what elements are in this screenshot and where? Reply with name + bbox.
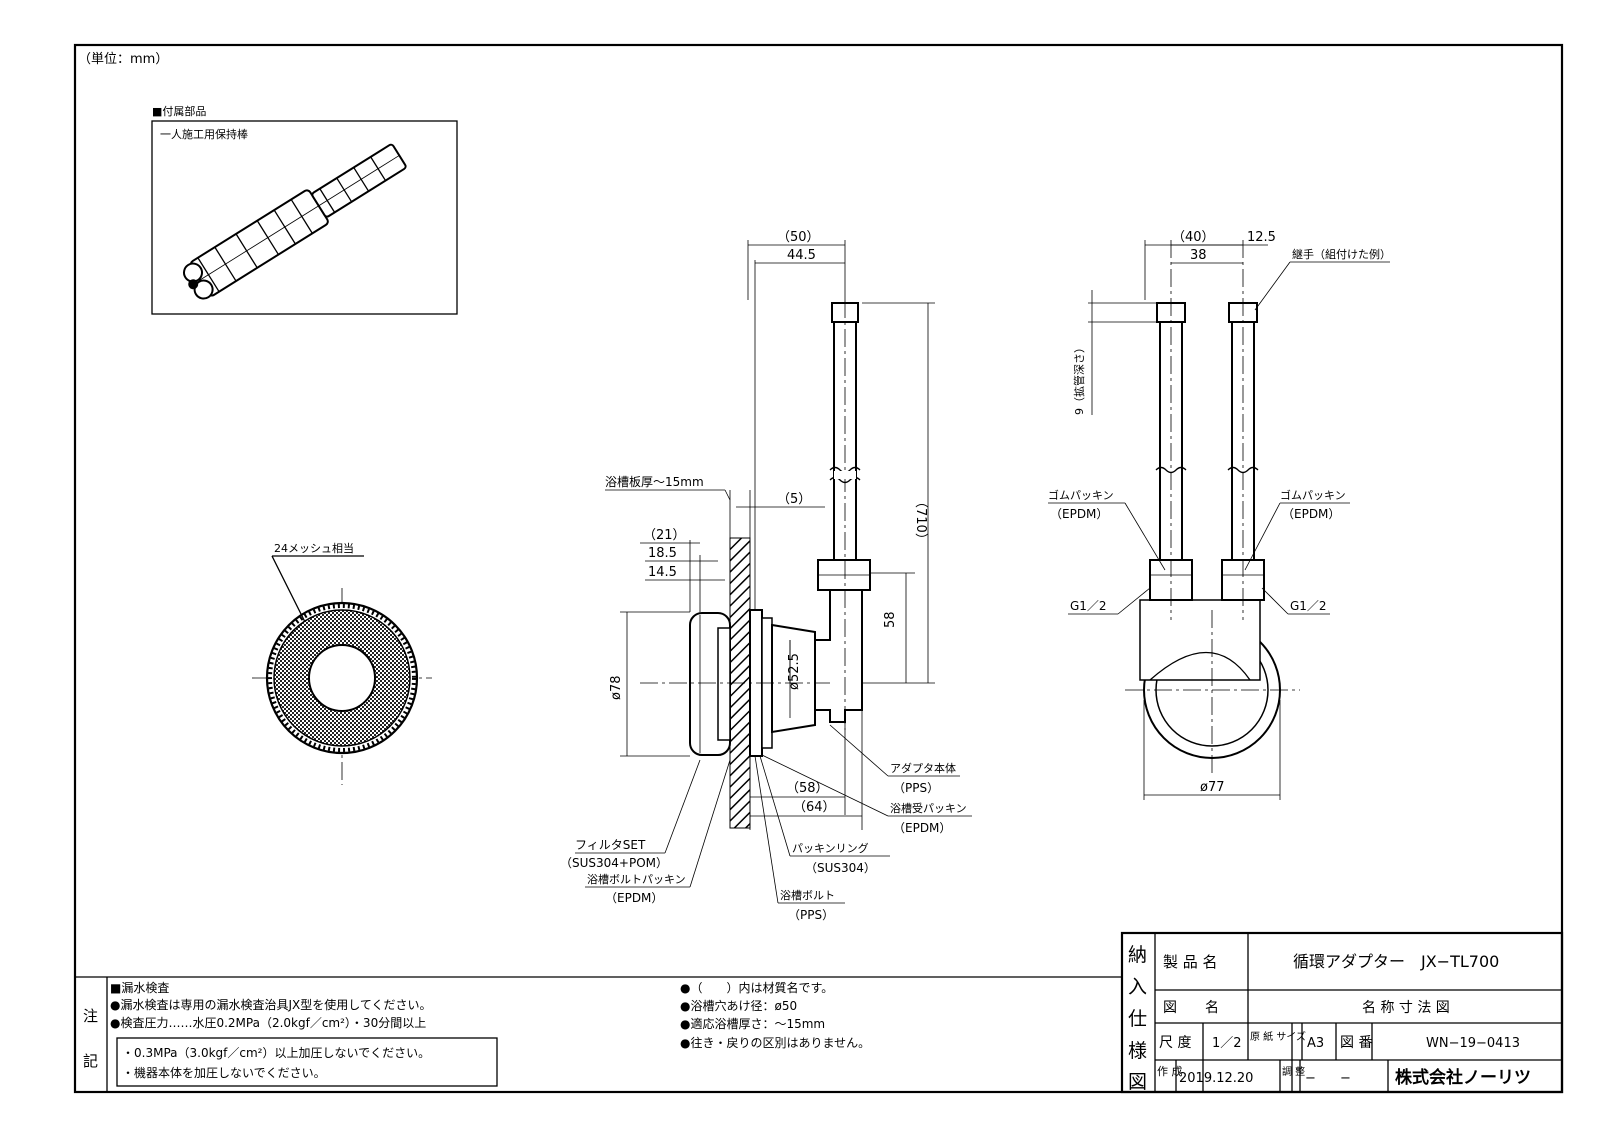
drawing-number: WN−19−0413	[1426, 1036, 1520, 1051]
title-side-char-5: 図	[1128, 1071, 1147, 1093]
filter-center-hole	[308, 644, 376, 712]
note-right-line-1: ●（ ）内は材質名です。	[680, 980, 833, 995]
accessory-section: ■付属部品 一人施工用保持棒	[151, 104, 458, 315]
note-right-line-4: ●往き・戻りの区別はありません。	[680, 1035, 870, 1050]
tub-bolt-label: 浴槽ボルト	[780, 889, 835, 902]
dim-phi52-5: ø52.5	[787, 653, 802, 690]
created-date: 2019.12.20	[1179, 1071, 1253, 1086]
adapter-elbow	[814, 589, 863, 723]
paper-size-label: 原 紙 サイズ	[1250, 1030, 1306, 1043]
note-right-line-3: ●適応浴槽厚さ：～15mm	[680, 1016, 825, 1031]
filter-front-view: 24メッシュ相当	[252, 541, 432, 785]
dim-44-5: 44.5	[787, 248, 816, 263]
rubber-packing-right-material: （EPDM）	[1282, 507, 1340, 521]
dim-9-expansion: 9（拡管深さ）	[1072, 342, 1086, 415]
title-side-char-2: 入	[1128, 976, 1147, 998]
accessory-item-name: 一人施工用保持棒	[160, 127, 248, 141]
dim-64: （64）	[793, 800, 836, 815]
adjusted-value-2: −	[1340, 1071, 1351, 1086]
bolt-packing-label: 浴槽ボルトパッキン	[587, 873, 686, 886]
scale-value: 1／2	[1212, 1036, 1242, 1051]
title-side-char-4: 様	[1128, 1040, 1147, 1062]
dim-12-5: 12.5	[1247, 230, 1276, 245]
dim-5: （5）	[777, 492, 811, 507]
rubber-packing-left-label: ゴムパッキン	[1048, 488, 1114, 502]
dim-58-vertical: 58	[883, 611, 898, 628]
dim-38: 38	[1190, 248, 1207, 263]
dim-58-horizontal: （58）	[786, 781, 829, 796]
dim-14-5: 14.5	[648, 565, 677, 580]
fitting-label: 継手（組付けた例）	[1292, 247, 1391, 261]
accessory-box	[151, 120, 458, 315]
title-block: 納 入 仕 様 図 製 品 名 循環アダプター JX−TL700 図 名 名 称…	[1120, 931, 1564, 1094]
drawing-number-label: 図 番	[1340, 1035, 1372, 1051]
note-right-line-2: ●浴槽穴あけ径：ø50	[680, 998, 797, 1013]
bolt-packing-material: （EPDM）	[605, 891, 663, 905]
dim-phi78: ø78	[609, 676, 624, 701]
accessory-title: ■付属部品	[152, 104, 206, 118]
outer-frame	[73, 43, 1564, 1094]
drawing-name: 名 称 寸 法 図	[1362, 1000, 1450, 1016]
title-side-char-1: 納	[1128, 944, 1147, 966]
rubber-packing-left-material: （EPDM）	[1050, 507, 1108, 521]
scale-label: 尺 度	[1159, 1035, 1191, 1051]
paper-size-value: A3	[1307, 1036, 1324, 1051]
created-label: 作 成	[1157, 1065, 1183, 1078]
title-side-char-3: 仕	[1128, 1008, 1147, 1030]
tub-bolt-material: （PPS）	[788, 908, 834, 922]
adapter-body	[771, 623, 816, 734]
warning-line-2: ・機器本体を加圧しないでください。	[122, 1065, 326, 1080]
thread-right-label: G1／2	[1290, 599, 1327, 613]
filter-set-material: （SUS304+POM）	[560, 856, 668, 870]
dim-phi77: ø77	[1200, 780, 1225, 795]
notes-area: 注 記 ■漏水検査 ●漏水検査は専用の漏水検査治具JX型を使用してください。 ●…	[75, 976, 1122, 1092]
leak-test-line-2: ●検査圧力……水圧0.2MPa（2.0kgf／cm²）・30分間以上	[110, 1016, 426, 1030]
holding-rod-illustration	[183, 143, 407, 300]
tub-packing-label: 浴槽受パッキン	[890, 802, 967, 815]
adapter-body-label: アダプタ本体	[890, 761, 956, 775]
packing-ring-label: パッキンリング	[792, 841, 869, 855]
leak-test-title: ■漏水検査	[110, 981, 169, 995]
back-view: （40） 12.5 38 継手（組付けた例） 9（拡管深さ） ゴムパッキン （E…	[1048, 230, 1391, 800]
notes-side-char-1: 注	[83, 1007, 98, 1025]
adjusted-label: 調 整	[1282, 1065, 1305, 1078]
adjusted-value: −	[1305, 1071, 1316, 1086]
dim-40: （40）	[1172, 230, 1215, 245]
unit-label: （単位：mm）	[78, 51, 168, 67]
product-name-label: 製 品 名	[1163, 953, 1218, 971]
notes-side-char-2: 記	[83, 1052, 98, 1070]
product-name: 循環アダプター JX−TL700	[1293, 952, 1499, 971]
drawing-name-label: 図 名	[1163, 1000, 1219, 1016]
tub-thickness-label: 浴槽板厚～15mm	[605, 475, 704, 489]
dim-50: （50）	[777, 230, 820, 245]
dim-18-5: 18.5	[648, 546, 677, 561]
dim-710: （710）	[913, 495, 928, 546]
leak-test-line-1: ●漏水検査は専用の漏水検査治具JX型を使用してください。	[110, 997, 432, 1012]
rubber-packing-right-label: ゴムパッキン	[1280, 488, 1346, 502]
warning-line-1: ・0.3MPa（3.0kgf／cm²）以上加圧しないでください。	[122, 1046, 430, 1060]
mesh-label: 24メッシュ相当	[274, 541, 354, 555]
packing-ring-material: （SUS304）	[805, 861, 876, 875]
warning-box	[116, 1037, 498, 1087]
company-name: 株式会社ノーリツ	[1395, 1067, 1531, 1088]
side-view: （50） 44.5 浴槽板厚～15mm （5） （21） 18.5 14.5 （…	[560, 230, 972, 922]
filter-set-label: フィルタSET	[575, 838, 646, 852]
adapter-body-material: （PPS）	[893, 781, 939, 795]
thread-left-label: G1／2	[1070, 599, 1107, 613]
tub-packing-material: （EPDM）	[893, 821, 951, 835]
dim-21: （21）	[643, 528, 686, 543]
